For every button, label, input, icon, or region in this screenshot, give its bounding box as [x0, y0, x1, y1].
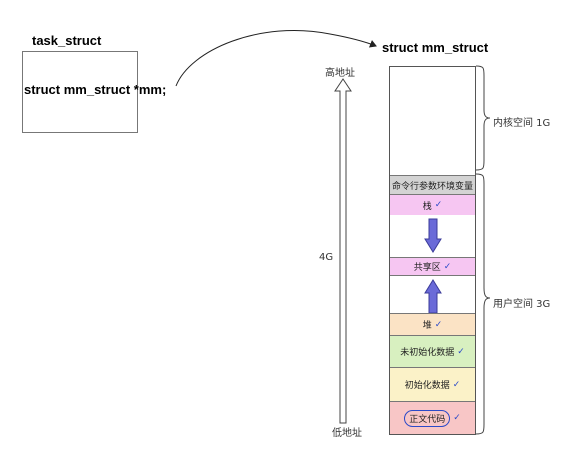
segment-text: 正文代码 ✓: [390, 401, 475, 434]
segment-label: 未初始化数据: [400, 348, 455, 358]
check-icon: ✓: [443, 261, 452, 272]
memory-layout-column: 命令行参数环境变量 栈 ✓ 共享区 ✓ 堆 ✓ 未初始化数据 ✓ 初始化数据 ✓…: [389, 66, 476, 435]
segment-label: 共享区: [413, 263, 441, 273]
check-icon: ✓: [453, 413, 461, 423]
region-braces: [475, 65, 491, 435]
mm-pointer-field: struct mm_struct *mm;: [24, 82, 167, 97]
segment-label: 栈: [422, 201, 432, 212]
user-space-label: 用户空间 3G: [493, 299, 551, 310]
kernel-space-label: 内核空间 1G: [493, 118, 551, 129]
low-address-label: 低地址: [332, 428, 362, 439]
mm-struct-title: struct mm_struct: [382, 40, 489, 55]
kernel-brace: [475, 65, 491, 171]
segment-heap: 堆 ✓: [390, 313, 475, 335]
segment-label: 堆: [422, 321, 432, 331]
task-struct-title: task_struct: [32, 33, 102, 48]
down-arrow-icon: [423, 218, 442, 253]
segment-shared: 共享区 ✓: [390, 257, 475, 276]
segment-cmdline-env: 命令行参数环境变量: [390, 175, 475, 194]
task-struct-box: [22, 51, 138, 133]
segment-label: 命令行参数环境变量: [391, 181, 473, 192]
address-arrow-icon: [334, 78, 352, 424]
segment-data: 初始化数据 ✓: [390, 367, 475, 401]
check-icon: ✓: [457, 346, 465, 357]
user-brace: [475, 173, 491, 435]
check-icon: ✓: [434, 319, 443, 330]
check-icon: ✓: [434, 200, 443, 210]
high-address-label: 高地址: [325, 68, 355, 79]
segment-label: 正文代码: [404, 409, 451, 427]
up-arrow-icon: [423, 279, 442, 314]
segment-bss: 未初始化数据 ✓: [390, 335, 475, 367]
segment-stack: 栈 ✓: [390, 194, 475, 215]
segment-label: 初始化数据: [404, 381, 450, 391]
heap-growth-arrow: [390, 276, 475, 314]
stack-growth-arrow: [390, 215, 475, 257]
address-size-label: 4G: [319, 252, 334, 263]
check-icon: ✓: [452, 379, 461, 390]
